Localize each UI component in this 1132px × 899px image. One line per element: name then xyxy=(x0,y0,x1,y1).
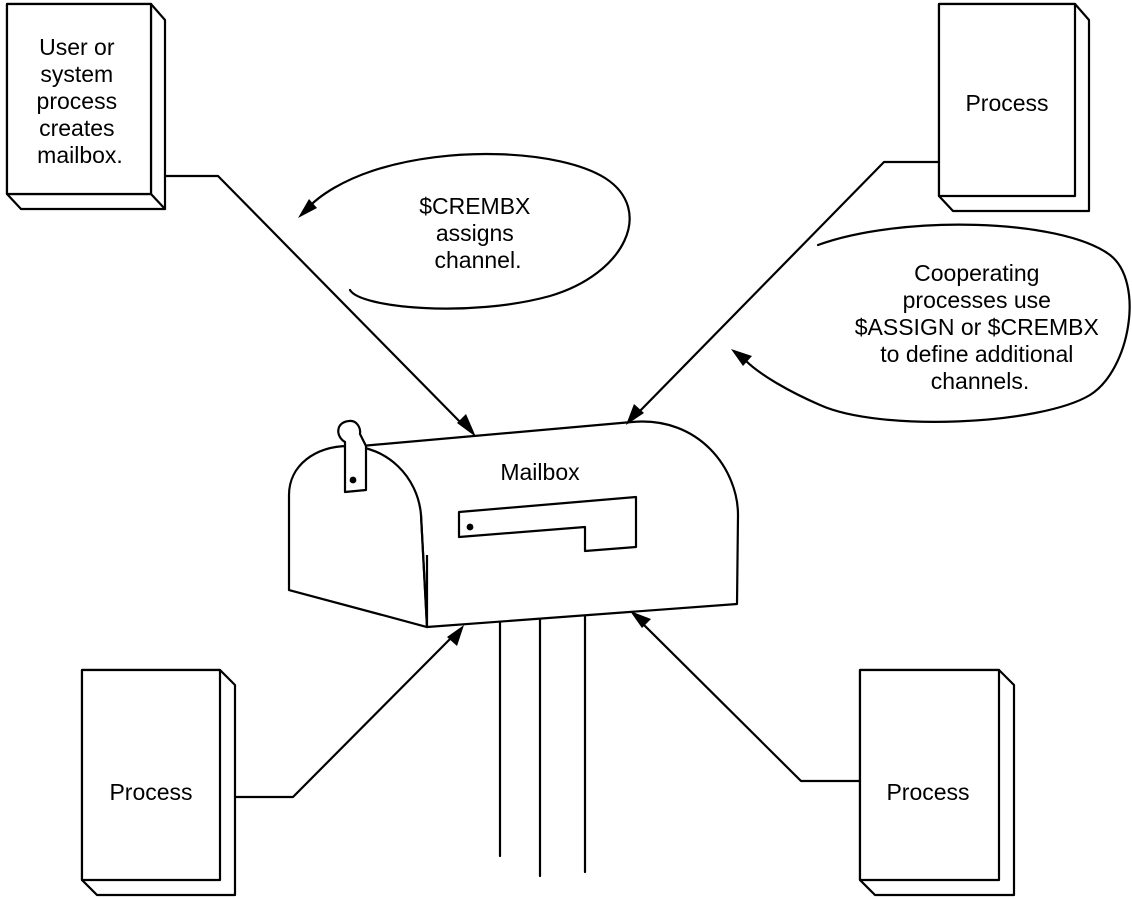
crembx-callout-text: $CREMBX assigns channel. xyxy=(419,193,537,273)
cooperating-callout: Cooperating processes use $ASSIGN or $CR… xyxy=(731,223,1131,423)
bottom-left-process-face xyxy=(80,668,222,882)
bottom-left-process-label: Process xyxy=(109,779,192,805)
top-right-process-face xyxy=(937,2,1077,198)
bottom-right-process-to-mailbox-arrow xyxy=(630,611,862,783)
top-right-process-label: Process xyxy=(965,90,1048,116)
slot-rivet xyxy=(466,523,474,531)
crembx-callout: $CREMBX assigns channel. xyxy=(298,152,631,310)
mailbox-slot-plate xyxy=(457,495,638,553)
mailbox-post xyxy=(498,612,587,878)
cooperating-callout-text: Cooperating processes use $ASSIGN or $CR… xyxy=(855,260,1106,394)
creator-to-mailbox-arrow xyxy=(163,174,476,437)
flag-rivet xyxy=(349,476,357,484)
creator-box-text: User or system process creates mailbox. xyxy=(37,34,124,168)
creator-process-box: User or system process creates mailbox. xyxy=(5,2,167,211)
bottom-right-process-face xyxy=(858,668,1001,882)
mailbox: Mailbox xyxy=(287,419,740,629)
mailbox-flag xyxy=(337,419,368,494)
bottom-left-process-box: Process xyxy=(80,668,237,897)
bottom-right-process-box: Process xyxy=(858,668,1016,897)
cooperating-callout-arrowhead xyxy=(731,349,752,366)
cooperating-callout-curve xyxy=(743,223,1131,423)
top-right-process-to-mailbox-arrow xyxy=(626,160,941,425)
bottom-left-process-to-mailbox-arrow xyxy=(233,625,464,799)
mailbox-label: Mailbox xyxy=(500,459,580,485)
top-right-process-box: Process xyxy=(937,2,1091,213)
creator-box-face xyxy=(5,2,153,196)
crembx-callout-arrowhead xyxy=(298,199,317,218)
crembx-callout-curve xyxy=(348,152,631,310)
bottom-right-process-label: Process xyxy=(886,779,969,805)
